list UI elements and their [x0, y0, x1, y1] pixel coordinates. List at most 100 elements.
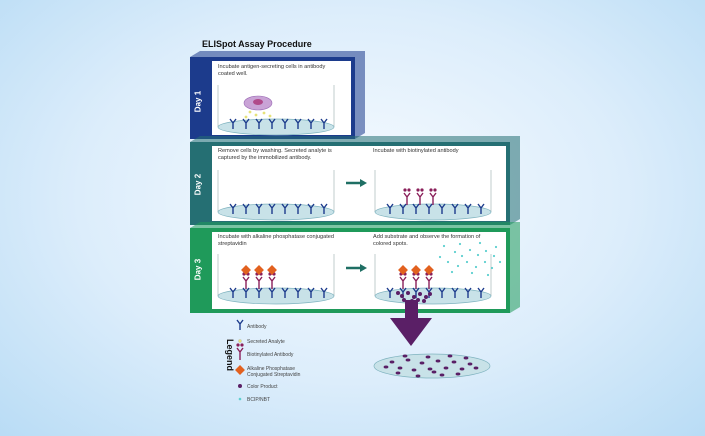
antibody-icon: [268, 203, 276, 214]
substrate-dot: [453, 250, 457, 254]
antibody-icon: [255, 287, 263, 298]
colored-spot: [383, 365, 389, 369]
antibody-icon: [399, 203, 407, 214]
colored-spot: [455, 372, 461, 376]
colored-spot: [431, 370, 437, 374]
legend-label-substrate: BCIP/NBT: [247, 397, 271, 403]
substrate-dot: [450, 270, 454, 274]
color-product-dot: [428, 292, 432, 296]
antibody-icon: [477, 287, 485, 298]
substrate-dot: [460, 254, 464, 258]
substrate-dot: [494, 245, 498, 249]
antibody-icon: [229, 287, 237, 298]
day-1-well: [217, 85, 335, 136]
colored-spot: [459, 367, 465, 371]
colored-spot: [447, 354, 453, 358]
colored-spot: [427, 367, 433, 371]
analyte-icon: [244, 115, 248, 119]
legend-label-antibody: Antibody: [247, 324, 267, 330]
day-2-well-1: [217, 170, 335, 221]
streptavidin-icon: [241, 265, 251, 275]
antibody-icon: [236, 319, 244, 330]
antibody-icon: [451, 287, 459, 298]
color-product-dot: [424, 295, 428, 299]
day-3-arrow: [346, 264, 367, 272]
antibody-icon: [451, 203, 459, 214]
substrate-dot: [478, 241, 482, 245]
spot-plate: [373, 353, 491, 379]
color-product-dot: [400, 294, 404, 298]
colored-spot: [395, 371, 401, 375]
analyte-icon: [238, 339, 242, 343]
antibody-icon: [229, 118, 237, 129]
legend-icons: [235, 319, 245, 401]
substrate-dot: [442, 244, 446, 248]
color-product-dot: [422, 299, 426, 303]
substrate-icon: [238, 397, 242, 401]
antibody-icon: [320, 118, 328, 129]
antibody-icon: [386, 287, 394, 298]
substrate-dot: [492, 254, 496, 258]
antibody-icon: [294, 287, 302, 298]
colored-spot: [443, 366, 449, 370]
antibody-icon: [229, 203, 237, 214]
day-1-step-1-text: Incubate antigen-secreting cells in anti…: [218, 64, 326, 77]
streptavidin-icon: [398, 265, 408, 275]
analyte-icon: [268, 114, 272, 118]
colored-spot: [451, 360, 457, 364]
antibody-icon: [281, 203, 289, 214]
color-product-dot: [412, 295, 416, 299]
color-product-dot: [406, 291, 410, 295]
substrate-dot: [468, 248, 472, 252]
legend-label-analyte: Secreted Analyte: [247, 339, 285, 345]
day-2-arrow: [346, 179, 367, 187]
biotinylated-antibody-icon: [416, 188, 424, 205]
antibody-icon: [242, 287, 250, 298]
substrate-dot: [476, 253, 480, 257]
substrate-dot: [498, 260, 502, 264]
substrate-dot: [490, 266, 494, 270]
analyte-icon: [262, 111, 266, 115]
colored-spot: [463, 356, 469, 360]
streptavidin-icon: [267, 265, 277, 275]
biotinylated-antibody-icon: [403, 188, 411, 205]
streptavidin-icon: [411, 265, 421, 275]
analyte-icon: [248, 110, 252, 114]
diagram-title: ELISpot Assay Procedure: [202, 39, 312, 49]
substrate-dot: [446, 260, 450, 264]
antibody-icon: [294, 118, 302, 129]
substrate-dot: [456, 264, 460, 268]
colored-spot: [435, 359, 441, 363]
colored-spot: [405, 358, 411, 362]
analyte-icon: [254, 113, 258, 117]
antibody-icon: [464, 287, 472, 298]
colored-spot: [415, 374, 421, 378]
antibody-icon: [242, 118, 250, 129]
result-arrow: [390, 300, 432, 346]
antibody-icon: [438, 287, 446, 298]
substrate-dot: [458, 242, 462, 246]
day-3-label: Day 3: [193, 258, 203, 281]
antibody-icon: [281, 118, 289, 129]
colored-spot: [402, 354, 408, 358]
antibody-icon: [307, 203, 315, 214]
colored-spot: [425, 355, 431, 359]
day-2-label: Day 2: [193, 173, 203, 196]
day-3-step-2-text: Add substrate and observe the formation …: [373, 234, 481, 247]
legend-heading: Legend: [225, 338, 235, 371]
antibody-icon: [268, 118, 276, 129]
streptavidin-icon: [424, 265, 434, 275]
substrate-dot: [470, 271, 474, 275]
antibody-icon: [412, 203, 420, 214]
antibody-icon: [268, 287, 276, 298]
day-2-well-2: [374, 170, 492, 221]
antibody-icon: [242, 203, 250, 214]
colored-spot: [419, 361, 425, 365]
legend-label-streptavidin: Alkaline Phosphatase Conjugated Streptav…: [247, 366, 301, 378]
substrate-dot: [438, 255, 442, 259]
antibody-icon: [320, 287, 328, 298]
antibody-icon: [425, 203, 433, 214]
biotinylated-antibody-icon: [412, 272, 420, 289]
